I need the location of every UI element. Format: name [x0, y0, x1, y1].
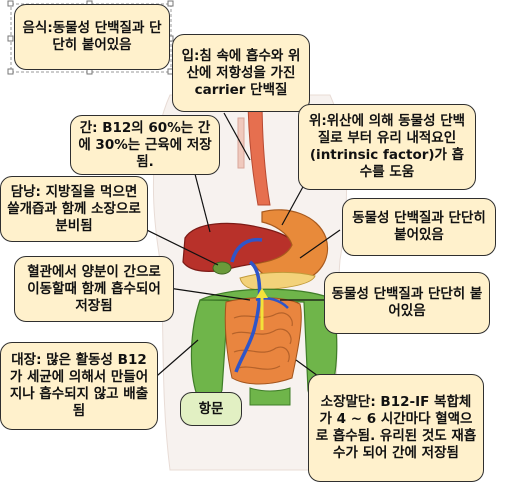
intestine-coils [231, 312, 293, 370]
food-label: 음식:동물성 단백질과 단단히 붙어있음 [14, 4, 170, 70]
small-intestine-end-label: 소장말단: B12-IF 복합체가 4 ~ 6 시간마다 혈액으로 흡수됨. 유… [308, 374, 484, 482]
portal-vein [230, 237, 263, 373]
protein-bound-label-1: 동물성 단백질과 단단히 붙어있음 [342, 198, 496, 256]
bile-reabsorb-label: 혈관에서 양분이 간으로 이동할때 함께 흡수되어 저장됨 [14, 256, 174, 322]
mouth-label: 입:침 속에 흡수와 위산에 저항성을 가진 carrier 단백질 [172, 34, 310, 112]
large-intestine-label: 대장: 많은 활동성 B12가 세균에 의해서 만들어지나 흡수되지 않고 배출… [0, 342, 158, 430]
anus-label: 항문 [180, 392, 242, 426]
protein-bound-label-2: 동물성 단백질과 단단히 붙어있음 [324, 272, 490, 334]
rectum [249, 387, 291, 406]
selection-handle [167, 0, 174, 7]
stomach-label: 위:위산에 의해 동물성 단백질로 부터 유리 내적요인(intrinsic f… [298, 104, 476, 190]
liver-label: 간: B12의 60%는 간에 30%는 근육에 저장됨. [70, 115, 220, 175]
gallbladder-label: 담낭: 지방질을 먹으면 쓸개즙과 함께 소장으로 분비됨 [0, 176, 148, 242]
absorption-arrowhead [256, 288, 268, 298]
portal-vein-branch [255, 297, 289, 309]
selection-handle [7, 68, 14, 75]
selection-handle [7, 0, 14, 7]
selection-handle [7, 35, 14, 42]
esophagus [247, 94, 271, 206]
small-intestine [224, 297, 302, 385]
